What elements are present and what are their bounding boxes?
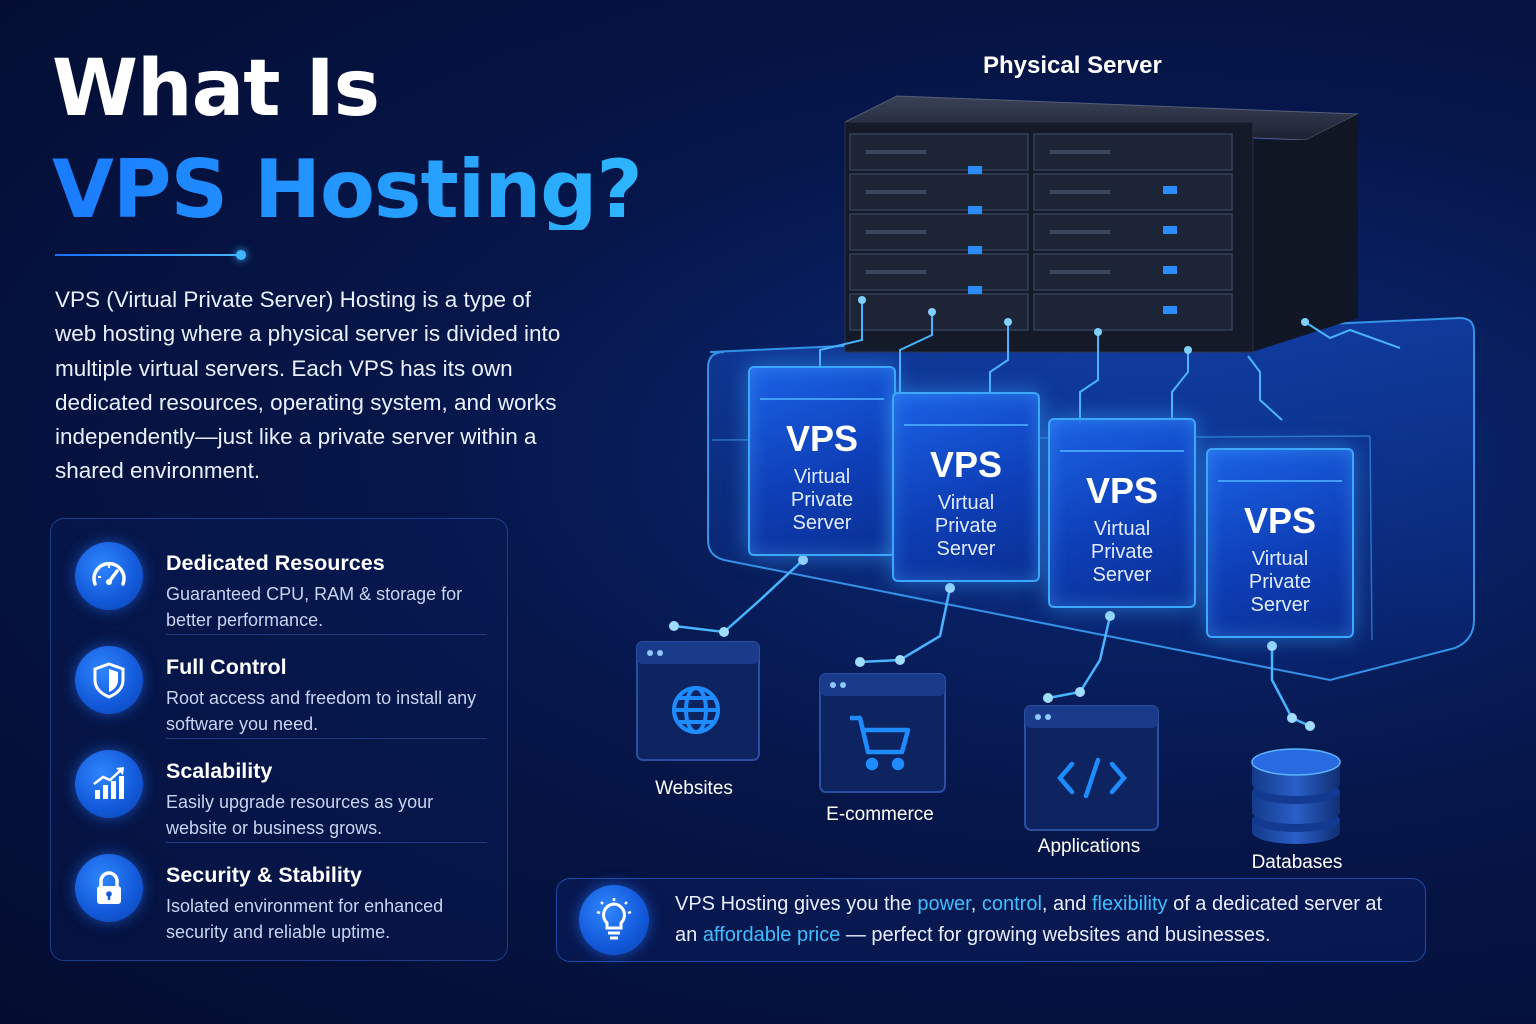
vps-unit: VPS Virtual Private Server [748, 366, 896, 556]
websites-target [636, 641, 760, 761]
highlight-flexibility: flexibility [1091, 893, 1168, 915]
callout-text: VPS Hosting gives you the power, control… [675, 893, 1383, 946]
vps-connection-lines [673, 559, 1311, 728]
shield-icon [75, 646, 143, 714]
target-nodes [669, 555, 1315, 731]
globe-icon [672, 686, 720, 734]
target-label-databases: Databases [1251, 852, 1343, 873]
features-panel: Dedicated Resources Guaranteed CPU, RAM … [50, 518, 508, 961]
feature-scalability: Scalability Easily upgrade resources as … [73, 739, 487, 843]
feature-dedicated-resources: Dedicated Resources Guaranteed CPU, RAM … [73, 531, 487, 635]
feature-title: Scalability [166, 759, 273, 783]
vps-title: VPS [785, 418, 859, 459]
database-icon [1251, 748, 1341, 844]
vps-subtitle: Virtual Private Server [934, 492, 998, 560]
code-icon [1057, 757, 1127, 799]
target-label-applications: Applications [1037, 836, 1141, 857]
title-underline [55, 250, 246, 260]
feature-title: Security & Stability [166, 863, 362, 887]
vps-title: VPS [929, 444, 1003, 485]
lightbulb-icon [579, 885, 649, 955]
intro-paragraph: VPS (Virtual Private Server) Hosting is … [55, 287, 561, 484]
feature-divider [166, 842, 487, 843]
applications-target [1024, 705, 1159, 831]
speedometer-icon [75, 542, 143, 610]
vps-unit: VPS Virtual Private Server [892, 392, 1040, 582]
vps-subtitle: Virtual Private Server [1248, 548, 1312, 616]
shopping-cart-icon [850, 715, 911, 771]
vps-unit: VPS Virtual Private Server [1206, 448, 1354, 638]
feature-description: Easily upgrade resources as your website… [166, 792, 434, 838]
feature-security-stability: Security & Stability Isolated environmen… [73, 843, 487, 947]
target-label-websites: Websites [655, 778, 733, 799]
feature-divider [166, 738, 487, 739]
highlight-power: power [917, 893, 971, 915]
feature-title: Full Control [166, 655, 287, 679]
feature-full-control: Full Control Root access and freedom to … [73, 635, 487, 739]
summary-callout: VPS Hosting gives you the power, control… [556, 878, 1426, 962]
highlight-affordable-price: affordable price [702, 924, 841, 946]
vps-subtitle: Virtual Private Server [790, 466, 854, 534]
feature-divider [166, 634, 487, 635]
feature-title: Dedicated Resources [166, 551, 385, 575]
feature-description: Guaranteed CPU, RAM & storage for better… [166, 584, 463, 630]
title-line-2: VPS Hosting? [52, 143, 643, 236]
padlock-icon [75, 854, 143, 922]
highlight-control: control [981, 893, 1042, 915]
vps-subtitle: Virtual Private Server [1090, 518, 1154, 586]
feature-description: Root access and freedom to install any s… [166, 688, 477, 734]
vps-title: VPS [1085, 470, 1159, 511]
server-rack-icon [844, 95, 1359, 353]
vps-unit: VPS Virtual Private Server [1048, 418, 1196, 608]
page-title: What Is VPS Hosting? [52, 44, 643, 236]
target-label-ecommerce: E-commerce [826, 804, 934, 825]
feature-description: Isolated environment for enhanced securi… [166, 896, 444, 942]
title-line-1: What Is [52, 44, 380, 134]
connection-nodes [858, 296, 1309, 354]
ecommerce-target [819, 673, 946, 793]
growth-chart-icon [75, 750, 143, 818]
vps-title: VPS [1243, 500, 1317, 541]
physical-server-label: Physical Server [983, 52, 1162, 79]
